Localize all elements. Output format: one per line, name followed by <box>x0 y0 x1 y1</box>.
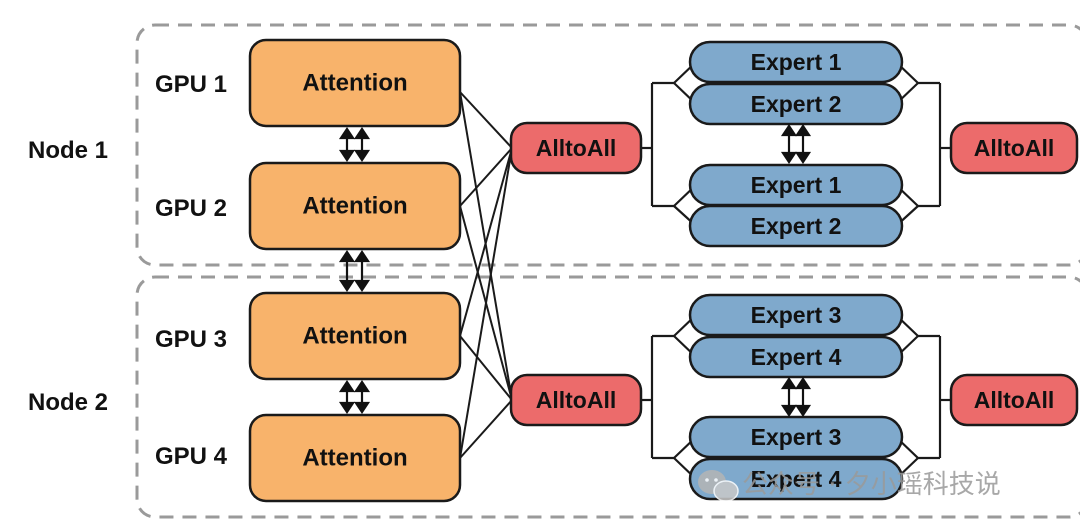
node-2-container <box>135 275 1080 519</box>
double-arrow-icon <box>338 380 371 414</box>
expert-pill: Expert 4 <box>688 457 904 501</box>
svg-text:Expert 1: Expert 1 <box>751 172 842 198</box>
svg-text:Expert 2: Expert 2 <box>751 91 842 117</box>
attention-alltoall-connections <box>459 91 513 459</box>
attention-gpu-1: Attention <box>248 38 462 128</box>
double-arrow-icon <box>780 377 812 417</box>
wechat-icon <box>698 470 739 502</box>
node-1-label: Node 1 <box>28 137 108 164</box>
double-arrow-icon <box>338 250 371 292</box>
alltoall-node-1-in: AlltoAll <box>509 121 643 175</box>
svg-text:Expert 3: Expert 3 <box>751 302 842 328</box>
node-2-label: Node 2 <box>28 389 108 416</box>
gpu-4-label: GPU 4 <box>155 443 228 470</box>
svg-text:Expert 4: Expert 4 <box>751 466 842 492</box>
attention-gpu-4: Attention <box>248 413 462 503</box>
gpu-1-label: GPU 1 <box>155 71 227 98</box>
alltoall-node-2-out: AlltoAll <box>949 373 1079 427</box>
alltoall-label: AlltoAll <box>974 387 1055 413</box>
attention-gpu-3: Attention <box>248 291 462 381</box>
alltoall-label: AlltoAll <box>974 135 1055 161</box>
expert-pill: Expert 3 <box>688 415 904 459</box>
node-1-container <box>135 23 1080 267</box>
watermark: 公众号 · 夕小瑶科技说 <box>698 470 1001 502</box>
svg-text:Expert 4: Expert 4 <box>751 344 842 370</box>
expert-pill: Expert 1 <box>688 163 904 207</box>
alltoall-node-2-in: AlltoAll <box>509 373 643 427</box>
alltoall-label: AlltoAll <box>536 387 617 413</box>
expert-pill: Expert 2 <box>688 82 904 126</box>
double-arrow-icon <box>338 127 371 162</box>
expert-pill: Expert 4 <box>688 335 904 379</box>
svg-text:Expert 2: Expert 2 <box>751 213 842 239</box>
attention-label: Attention <box>302 323 407 350</box>
expert-pill: Expert 1 <box>688 40 904 84</box>
watermark-text: 公众号 · 夕小瑶科技说 <box>742 470 1001 500</box>
alltoall-node-1-out: AlltoAll <box>949 121 1079 175</box>
svg-text:Expert 3: Expert 3 <box>751 424 842 450</box>
attention-label: Attention <box>302 193 407 220</box>
gpu-2-label: GPU 2 <box>155 195 227 222</box>
attention-label: Attention <box>302 445 407 472</box>
double-arrow-icon <box>780 124 812 164</box>
alltoall-label: AlltoAll <box>536 135 617 161</box>
gpu-3-label: GPU 3 <box>155 326 227 353</box>
attention-label: Attention <box>302 70 407 97</box>
expert-pill: Expert 2 <box>688 204 904 248</box>
expert-pill: Expert 3 <box>688 293 904 337</box>
svg-text:Expert 1: Expert 1 <box>751 49 842 75</box>
attention-gpu-2: Attention <box>248 161 462 251</box>
